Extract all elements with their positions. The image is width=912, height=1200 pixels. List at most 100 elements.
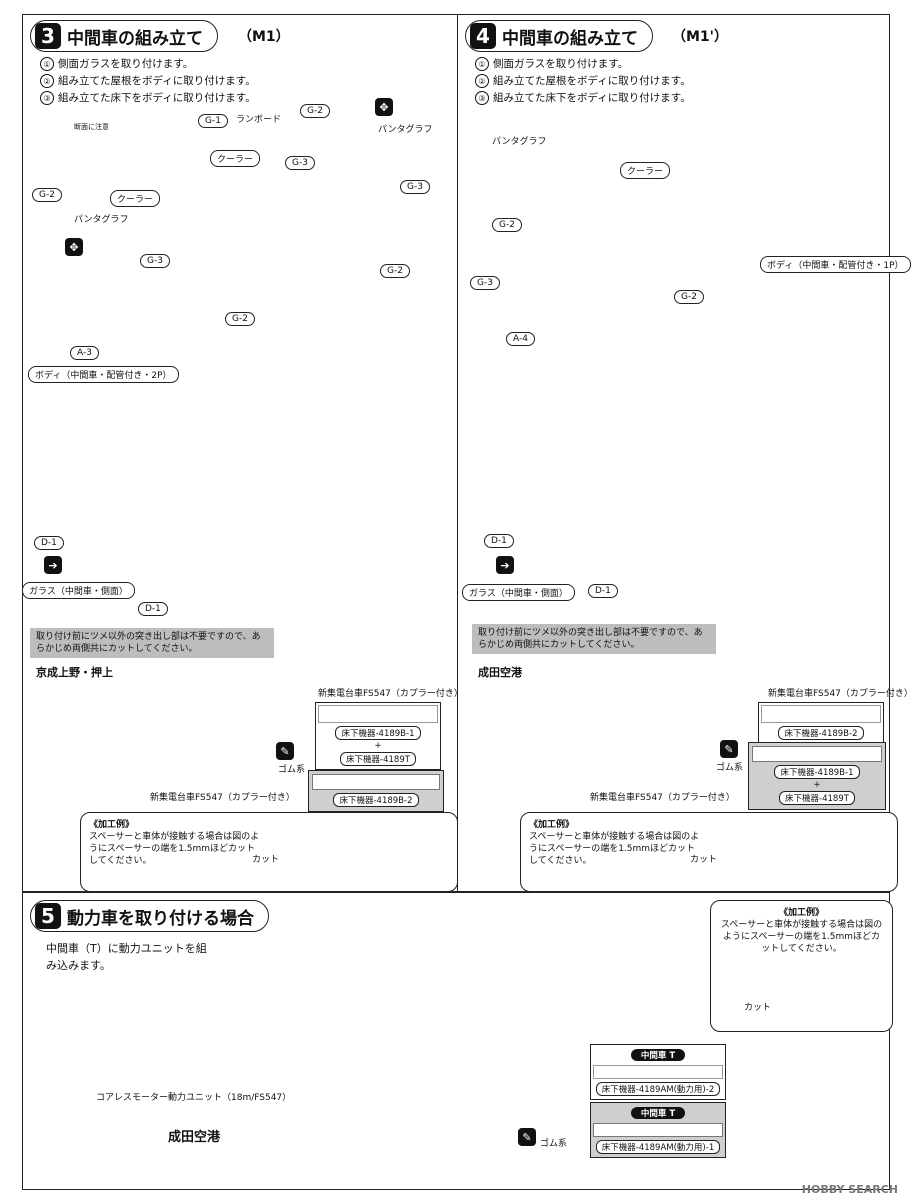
direction-label: 京成上野・押上 (36, 666, 113, 679)
tag-g2: G-2 (225, 312, 255, 326)
step-text: 組み立てた床下をボディに取り付けます。 (58, 92, 256, 104)
label-pantograph: パンタグラフ (74, 215, 129, 225)
bogie-label: 新集電台車FS547（カプラー付き） (150, 793, 295, 803)
work-example: 《加工例》 スペーサーと車体が接触する場合は図のようにスペーサーの端を1.5mm… (80, 812, 458, 892)
step-text: 組み立てた床下をボディに取り付けます。 (493, 92, 691, 104)
tag-a3: A-3 (70, 346, 99, 360)
panel-3-header: 3 中間車の組み立て (30, 20, 218, 52)
direction-label: 成田空港 (478, 666, 522, 679)
glue-icon: ✎ (720, 740, 738, 758)
tag-g2: G-2 (300, 104, 330, 118)
parts-sprue (761, 705, 881, 723)
work-text: スペーサーと車体が接触する場合は図のようにスペーサーの端を1.5mmほどカットし… (89, 832, 260, 866)
tag-g2: G-2 (674, 290, 704, 304)
part-label: 床下機器-4189B-2 (778, 726, 864, 740)
cut-label: カット (744, 1003, 772, 1013)
step-num: ② (40, 74, 54, 88)
arrow-icon: ➔ (496, 556, 514, 574)
tag-g3: G-3 (285, 156, 315, 170)
step-text: 組み立てた屋根をボディに取り付けます。 (58, 75, 256, 87)
rubber-label: ゴム系 (716, 763, 744, 773)
step-list: ① 側面ガラスを取り付けます。 ② 組み立てた屋根をボディに取り付けます。 ③ 組み立… (40, 56, 256, 107)
panel-subtitle: （M1） (238, 29, 290, 45)
parts-sprue (593, 1123, 723, 1137)
step-num: ① (40, 57, 54, 71)
panel-desc: 中間車（T）に動力ユニットを組み込みます。 (46, 942, 207, 972)
watermark: HOBBY SEARCH (801, 1183, 898, 1196)
work-example: 《加工例》 スペーサーと車体が接触する場合は図のようにスペーサーの端を1.5mm… (710, 900, 893, 1032)
car-label: 中間車 T (630, 1049, 686, 1061)
panel-4-header: 4 中間車の組み立て (465, 20, 653, 52)
plus-sign: + (813, 780, 821, 790)
parts-box-motor-2: 中間車 T 床下機器-4189AM(動力用)-1 (590, 1102, 726, 1158)
glue-icon: ✎ (276, 742, 294, 760)
direction-label: 成田空港 (168, 1130, 221, 1145)
move-icon: ✥ (65, 238, 83, 256)
car-label: 中間車 T (630, 1107, 686, 1119)
tag-d1: D-1 (588, 584, 618, 598)
bogie-label: 新集電台車FS547（カプラー付き） (590, 793, 735, 803)
panel-title: 中間車の組み立て (67, 28, 203, 49)
tag-g3: G-3 (400, 180, 430, 194)
tag-d1: D-1 (34, 536, 64, 550)
note-cut: 取り付け前にツメ以外の突き出し部は不要ですので、あらかじめ両側共にカットしてくだ… (472, 624, 716, 654)
tag-cooler: クーラー (210, 150, 261, 167)
label-pantograph: パンタグラフ (378, 125, 433, 135)
parts-sprue (318, 705, 438, 723)
cut-label: カット (690, 855, 718, 865)
step-text: 側面ガラスを取り付けます。 (58, 58, 194, 70)
note-cut: 取り付け前にツメ以外の突き出し部は不要ですので、あらかじめ両側共にカットしてくだ… (30, 628, 274, 658)
tag-body: ボディ（中間車・配管付き・1P） (760, 256, 911, 273)
part-label: 床下機器-4189B-1 (774, 765, 860, 779)
step-num: ① (475, 57, 489, 71)
tag-g2: G-2 (492, 218, 522, 232)
tag-d1: D-1 (484, 534, 514, 548)
step-number: 4 (470, 23, 496, 49)
tag-body: ボディ（中間車・配管付き・2P） (28, 366, 179, 383)
parts-box-1: 床下機器-4189B-2 (758, 702, 884, 744)
motor-label: コアレスモーター動力ユニット（18m/FS547） (96, 1093, 292, 1103)
tag-g3: G-3 (140, 254, 170, 268)
parts-sprue (752, 746, 882, 762)
plus-sign: + (374, 741, 382, 751)
label-pantograph: パンタグラフ (492, 137, 547, 147)
rubber-label: ゴム系 (278, 765, 306, 775)
work-title: 《加工例》 (778, 908, 824, 918)
work-text: スペーサーと車体が接触する場合は図のようにスペーサーの端を1.5mmほどカットし… (720, 920, 883, 954)
bogie-label: 新集電台車FS547（カプラー付き） (768, 689, 912, 699)
part-label: 床下機器-4189AM(動力用)-2 (595, 1082, 721, 1096)
part-label: 床下機器-4189B-1 (335, 726, 421, 740)
tag-cooler: クーラー (110, 190, 161, 207)
step-number: 3 (35, 23, 61, 49)
tag-a4: A-4 (506, 332, 535, 346)
step-num: ③ (40, 91, 54, 105)
step-num: ③ (475, 91, 489, 105)
bogie-label: 新集電台車FS547（カプラー付き） (318, 689, 463, 699)
parts-sprue (312, 774, 440, 790)
parts-box-2: 床下機器-4189B-2 (308, 770, 444, 812)
step-number: 5 (35, 903, 61, 929)
panel-5-header: 5 動力車を取り付ける場合 (30, 900, 269, 932)
panel-subtitle: （M1'） (672, 29, 728, 45)
parts-box-motor-1: 中間車 T 床下機器-4189AM(動力用)-2 (590, 1044, 726, 1100)
work-text: スペーサーと車体が接触する場合は図のようにスペーサーの端を1.5mmほどカットし… (529, 832, 700, 866)
step-text: 側面ガラスを取り付けます。 (493, 58, 629, 70)
part-label: 床下機器-4189T (340, 752, 416, 766)
tag-g3: G-3 (470, 276, 500, 290)
parts-box-1: 床下機器-4189B-1 + 床下機器-4189T (315, 702, 441, 770)
tag-g2: G-2 (32, 188, 62, 202)
tag-glass: ガラス（中間車・側面） (22, 582, 135, 599)
part-label: 床下機器-4189AM(動力用)-1 (595, 1140, 721, 1154)
arrow-icon: ➔ (44, 556, 62, 574)
panel-title: 動力車を取り付ける場合 (67, 908, 254, 929)
part-label: 床下機器-4189B-2 (333, 793, 419, 807)
parts-box-2: 床下機器-4189B-1 + 床下機器-4189T (748, 742, 886, 810)
label-danmen: 断面に注意 (74, 123, 109, 131)
label-lanboard: ランボード (236, 115, 282, 125)
tag-cooler: クーラー (620, 162, 671, 179)
part-label: 床下機器-4189T (779, 791, 855, 805)
work-title: 《加工例》 (89, 820, 135, 830)
panel-title: 中間車の組み立て (502, 28, 638, 49)
tag-glass: ガラス（中間車・側面） (462, 584, 575, 601)
